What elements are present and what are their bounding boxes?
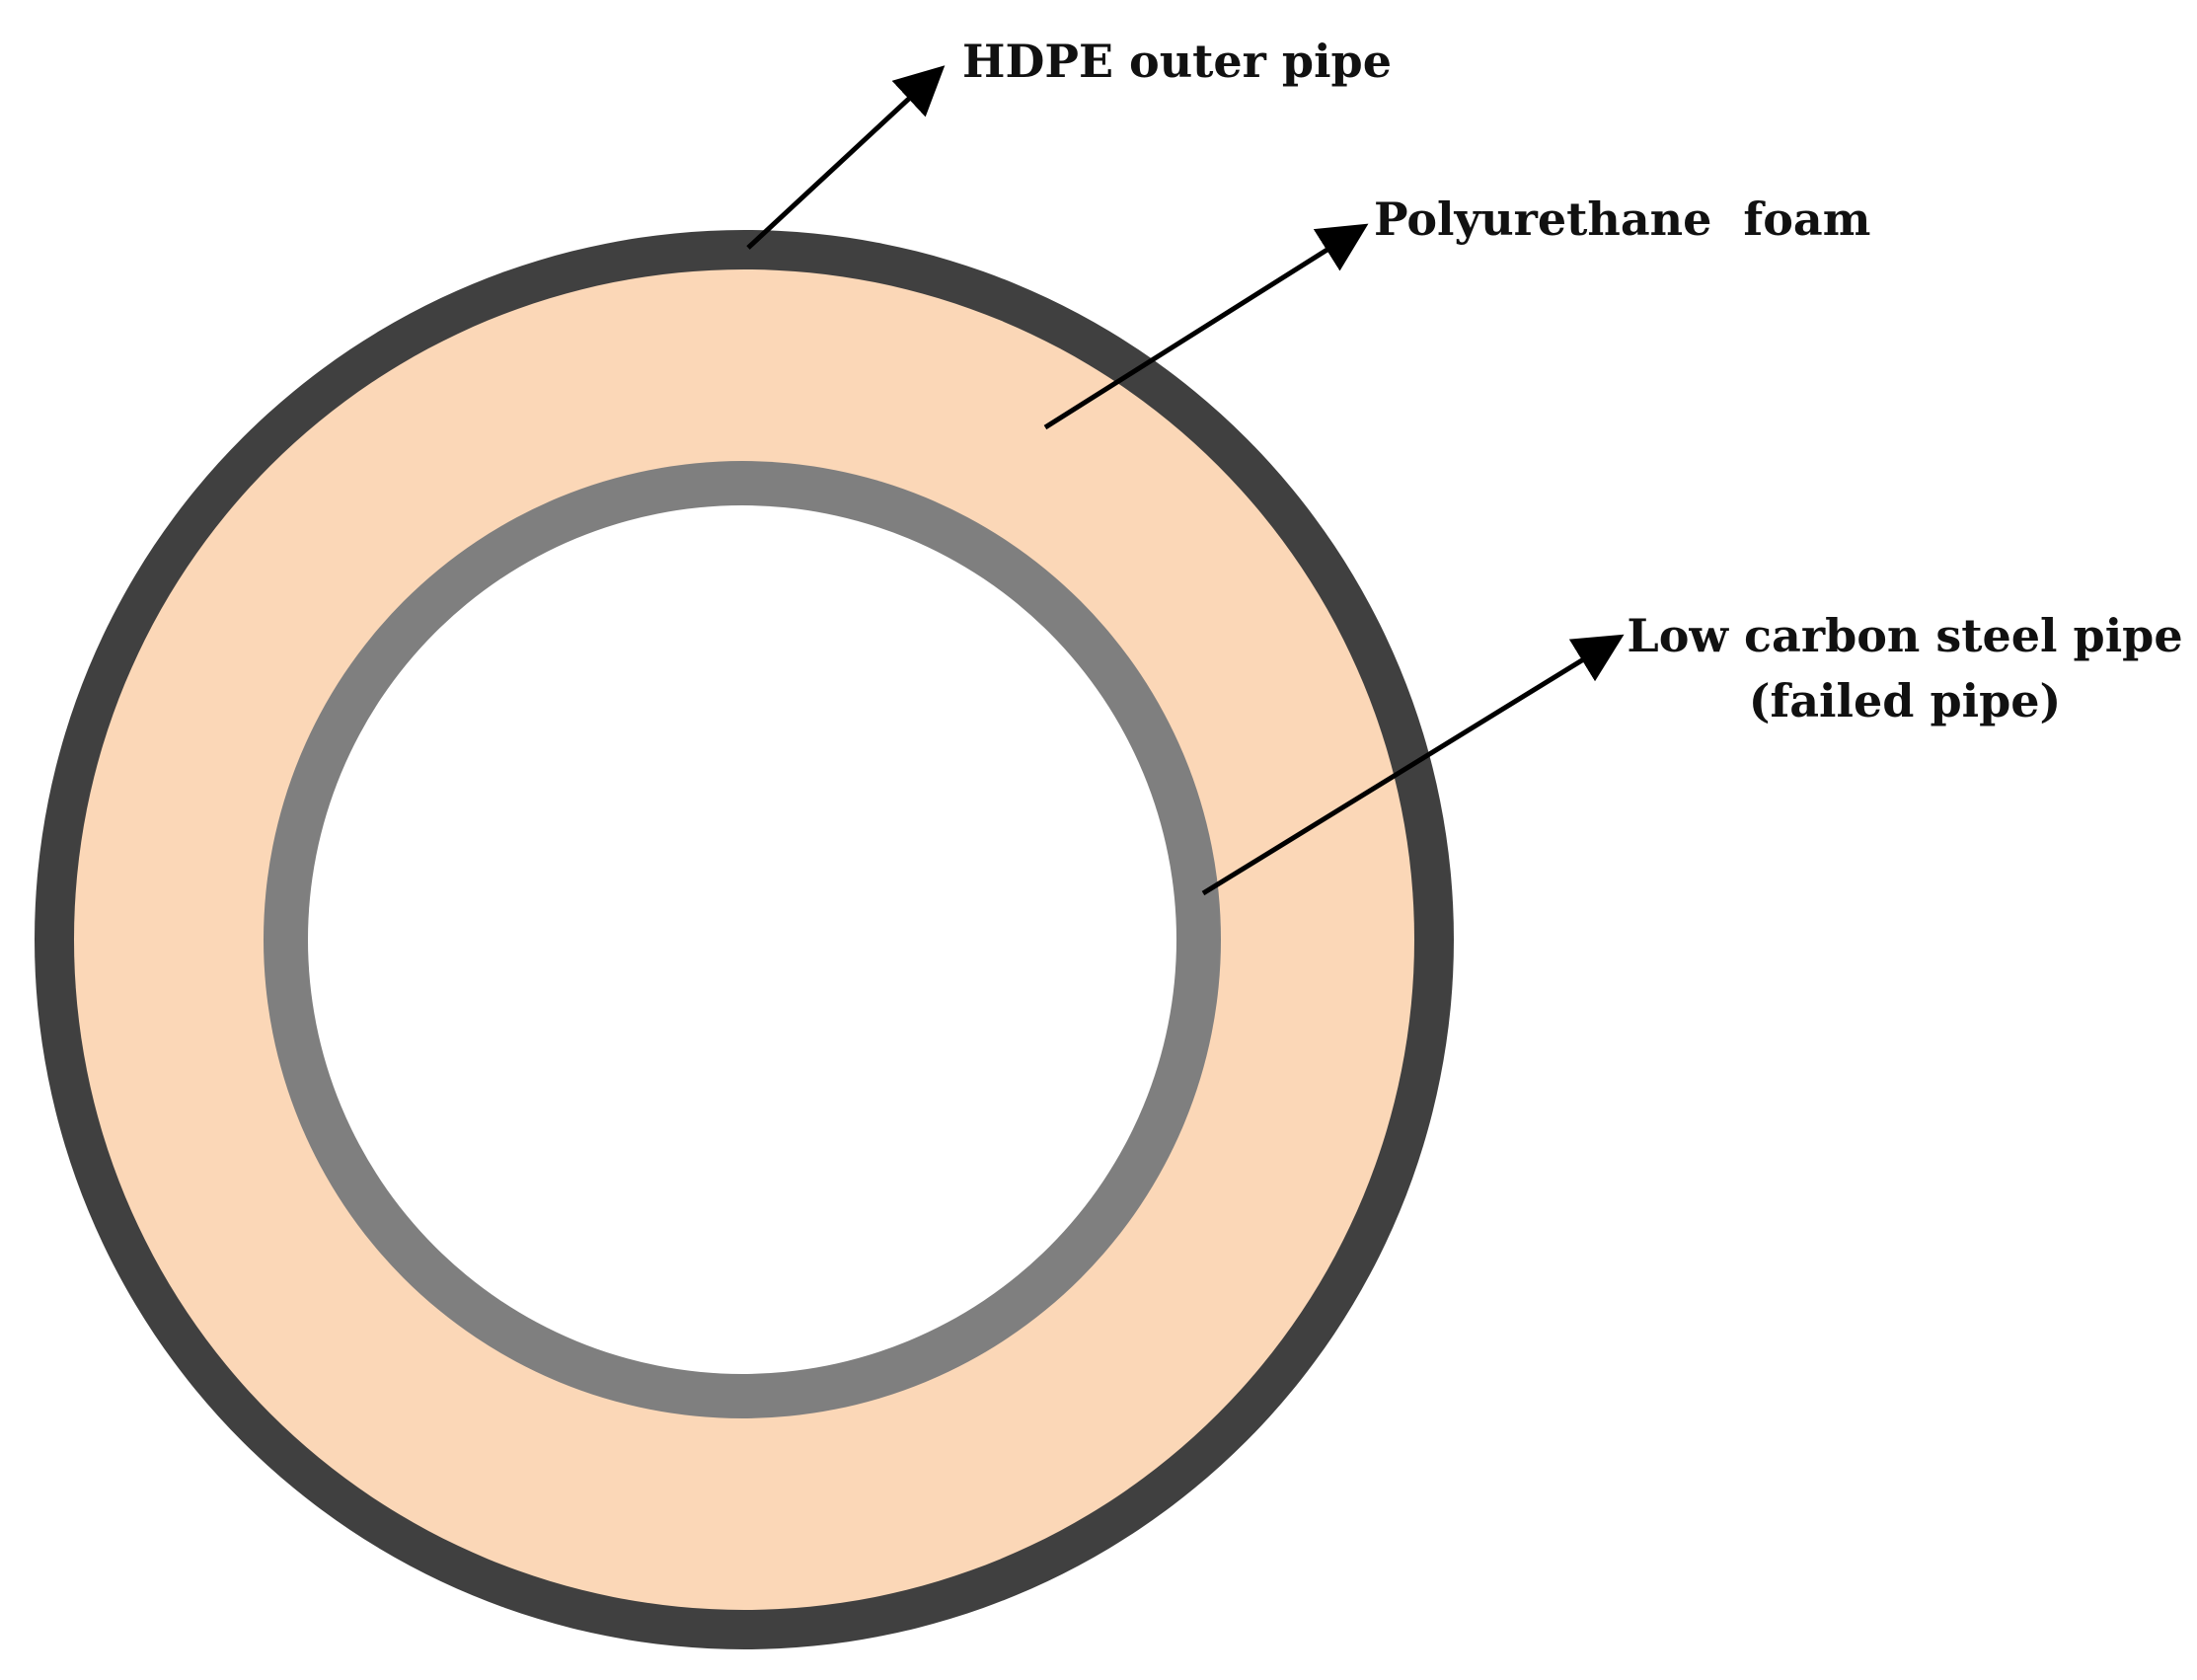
pipe-bore: [308, 505, 1176, 1374]
steel-pipe-label-line1: Low carbon steel pipe: [1627, 609, 2182, 662]
hdpe-leader-arrow: [746, 65, 946, 250]
polyurethane-foam-label: Polyurethane foam: [1374, 192, 1870, 246]
steel-pipe-label-line2: (failed pipe): [1749, 674, 2062, 727]
steel-pipe-leader-arrow: [1201, 634, 1625, 896]
foam-leader-arrow: [1043, 223, 1369, 430]
hdpe-outer-pipe-label: HDPE outer pipe: [962, 35, 1392, 88]
